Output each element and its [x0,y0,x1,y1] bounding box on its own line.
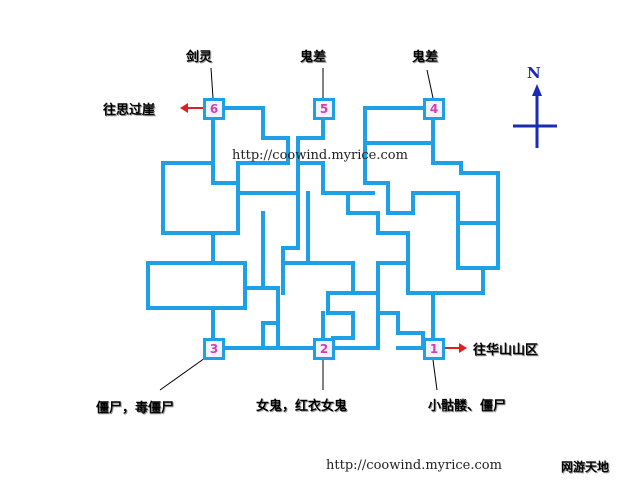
footer-url: http://coowind.myrice.com [326,458,502,473]
watermark-center-url: http://coowind.myrice.com [232,148,408,163]
node-4[interactable]: 4 [423,98,445,120]
node-1[interactable]: 1 [423,338,445,360]
label-bottom-left: 僵尸，毒僵尸 [96,401,175,416]
label-top-left: 剑灵 [186,50,213,65]
footer-site-name: 网游天地 [561,460,610,474]
node-6[interactable]: 6 [203,98,225,120]
maze-paths [146,106,500,350]
label-top-mid: 鬼差 [300,50,327,65]
label-top-right: 鬼差 [412,50,439,65]
label-bottom-right: 小骷髅、僵尸 [428,399,507,414]
compass-north-label: N [527,64,541,82]
west-exit-arrow [180,103,203,113]
label-bottom-mid: 女鬼，红衣女鬼 [256,399,348,414]
east-exit-arrow [443,343,467,353]
node-5[interactable]: 5 [313,98,335,120]
label-west-exit: 往思过崖 [103,103,156,118]
leader-lines [159,67,438,391]
node-2[interactable]: 2 [313,338,335,360]
compass-icon [513,84,557,148]
label-east-exit: 往华山山区 [473,343,539,358]
node-3[interactable]: 3 [203,338,225,360]
